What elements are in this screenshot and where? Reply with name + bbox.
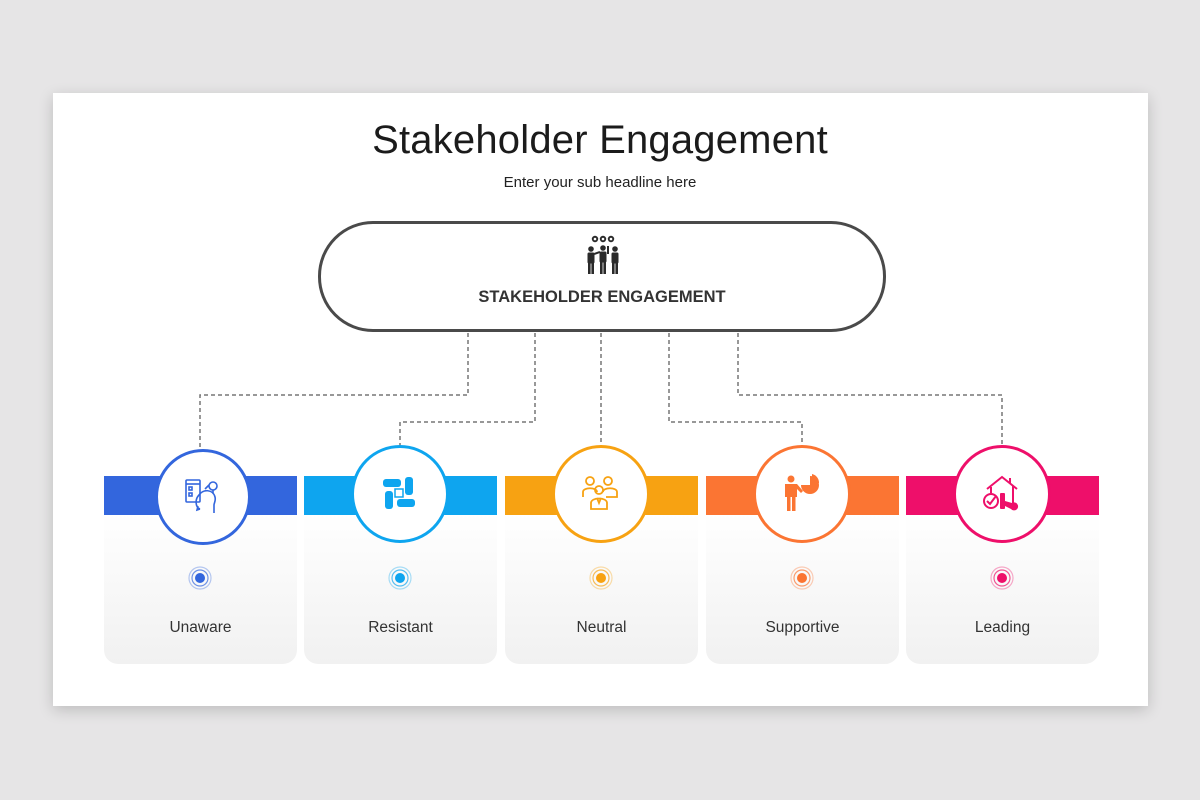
people-group-icon <box>582 476 618 510</box>
stage-marker-resistant <box>388 566 412 590</box>
hub-label: STAKEHOLDER ENGAGEMENT <box>478 288 726 306</box>
slide-subtitle: Enter your sub headline here <box>503 174 697 191</box>
stage-label-neutral: Neutral <box>576 619 627 636</box>
stage-label-resistant: Resistant <box>368 619 433 636</box>
stage-circle-neutral <box>552 445 650 543</box>
stage-label-supportive: Supportive <box>765 619 840 636</box>
stage-circle-leading <box>953 445 1051 543</box>
stage-marker-leading <box>990 566 1014 590</box>
stage-marker-unaware <box>188 566 212 590</box>
team-gears-icon <box>587 235 619 274</box>
hands-together-icon <box>383 477 415 509</box>
stage-circle-unaware <box>155 449 251 545</box>
hub-stakeholder-engagement: STAKEHOLDER ENGAGEMENT <box>318 221 886 332</box>
house-check-icon <box>983 475 1019 511</box>
stage-circle-resistant <box>351 445 449 543</box>
head-ideas-icon <box>185 479 218 513</box>
stage-circle-supportive <box>753 445 851 543</box>
stage-marker-neutral <box>589 566 613 590</box>
stage-label-unaware: Unaware <box>169 619 232 636</box>
presenter-pie-chart-icon <box>785 474 820 511</box>
stage-label-leading: Leading <box>974 619 1031 636</box>
slide-title: Stakeholder Engagement <box>372 118 828 162</box>
stage-marker-supportive <box>790 566 814 590</box>
